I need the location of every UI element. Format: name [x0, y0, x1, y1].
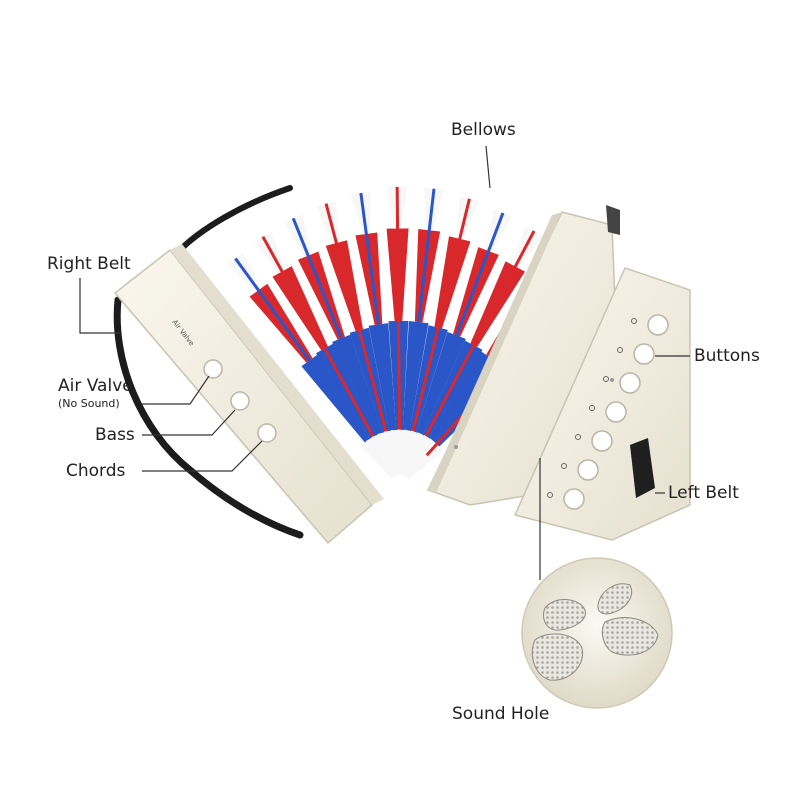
treble-button[interactable] [633, 343, 655, 365]
bellows-fold-ridge [395, 186, 402, 446]
bellows-leader [485, 145, 491, 189]
air-valve-label: Air Valve [58, 376, 133, 396]
button-marking-icon [561, 463, 567, 469]
bellows-fold-ridge [407, 198, 471, 447]
bass-label: Bass [95, 425, 135, 445]
bass-leader [142, 409, 236, 436]
treble-button[interactable] [563, 488, 585, 510]
right-belt-label: Right Belt [47, 254, 131, 274]
bass-end-case: Air Valve [113, 244, 384, 545]
button-marking-icon [547, 492, 553, 498]
treble-button[interactable] [591, 430, 613, 452]
button-marking-icon [575, 434, 581, 440]
air-valve-leader [142, 375, 210, 405]
bellows-fold-ridge [291, 217, 387, 449]
sound-hole-label: Sound Hole [452, 704, 550, 724]
treble-buttons-group [547, 314, 669, 510]
right-belt-leader [79, 278, 120, 334]
strap-top [177, 185, 293, 253]
bellows-fold-ridge [261, 235, 382, 451]
left-belt-label: Left Belt [668, 483, 739, 503]
button-marking-icon [631, 318, 637, 324]
chord-button[interactable] [257, 423, 277, 443]
treble-button[interactable] [647, 314, 669, 336]
air-valve-note: (No Sound) [58, 397, 120, 410]
chords-label: Chords [66, 461, 126, 481]
button-marking-icon [603, 376, 609, 382]
left-belt-top [606, 205, 620, 235]
bellows-fold-ridge [234, 257, 378, 454]
right-belt-strap [113, 296, 304, 539]
bellows-label: Bellows [451, 120, 516, 140]
bellows-fold-ridge [359, 192, 397, 446]
sound-hole-inset [521, 557, 673, 709]
bellows-fold-ridge [324, 203, 392, 447]
bellows-fold-ridge [412, 212, 505, 449]
treble-button[interactable] [619, 372, 641, 394]
button-marking-icon [617, 347, 623, 353]
button-marking-icon [589, 405, 595, 411]
bellows-fold-ridge [403, 188, 436, 446]
buttons-label: Buttons [694, 346, 760, 366]
bass-button[interactable] [230, 391, 250, 411]
treble-button[interactable] [605, 401, 627, 423]
bellows-fold-ridge [417, 230, 536, 451]
air-valve-button[interactable] [203, 359, 223, 379]
treble-button[interactable] [577, 459, 599, 481]
left-belt-strap [630, 438, 655, 498]
chords-leader [142, 440, 263, 472]
